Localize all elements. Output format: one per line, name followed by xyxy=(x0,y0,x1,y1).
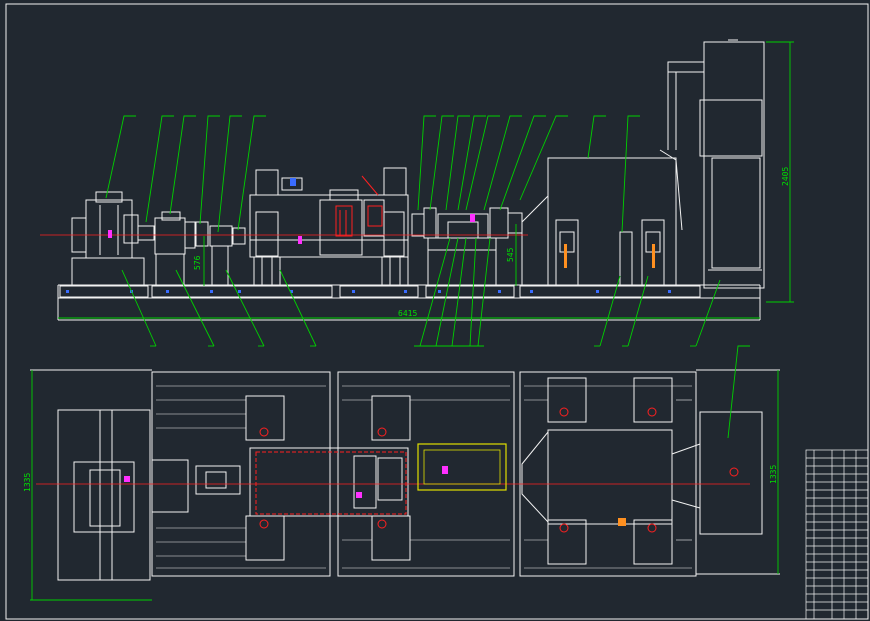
plan-view xyxy=(30,369,780,581)
elevation-view xyxy=(57,39,765,321)
dimension-plan-width-right: 1335 xyxy=(769,465,778,484)
parts-list-table xyxy=(805,449,869,620)
drawing-border xyxy=(5,3,869,620)
dimension-shaft-height-left: 576 xyxy=(193,255,202,270)
plan-t-slots xyxy=(156,385,692,569)
dimension-overall-length: 6415 xyxy=(398,309,417,318)
plan-accents xyxy=(36,407,750,533)
elevation-dimensions xyxy=(58,41,794,319)
dimension-overall-height: 2405 xyxy=(781,167,790,186)
dimension-shaft-height-right: 545 xyxy=(506,247,515,262)
dimension-plan-width-left: 1335 xyxy=(23,473,32,492)
plan-dimensions xyxy=(30,345,779,601)
anchor-bolts-elevation xyxy=(66,290,671,293)
elevation-accents xyxy=(40,175,655,268)
leader-lines-elevation xyxy=(105,115,721,347)
